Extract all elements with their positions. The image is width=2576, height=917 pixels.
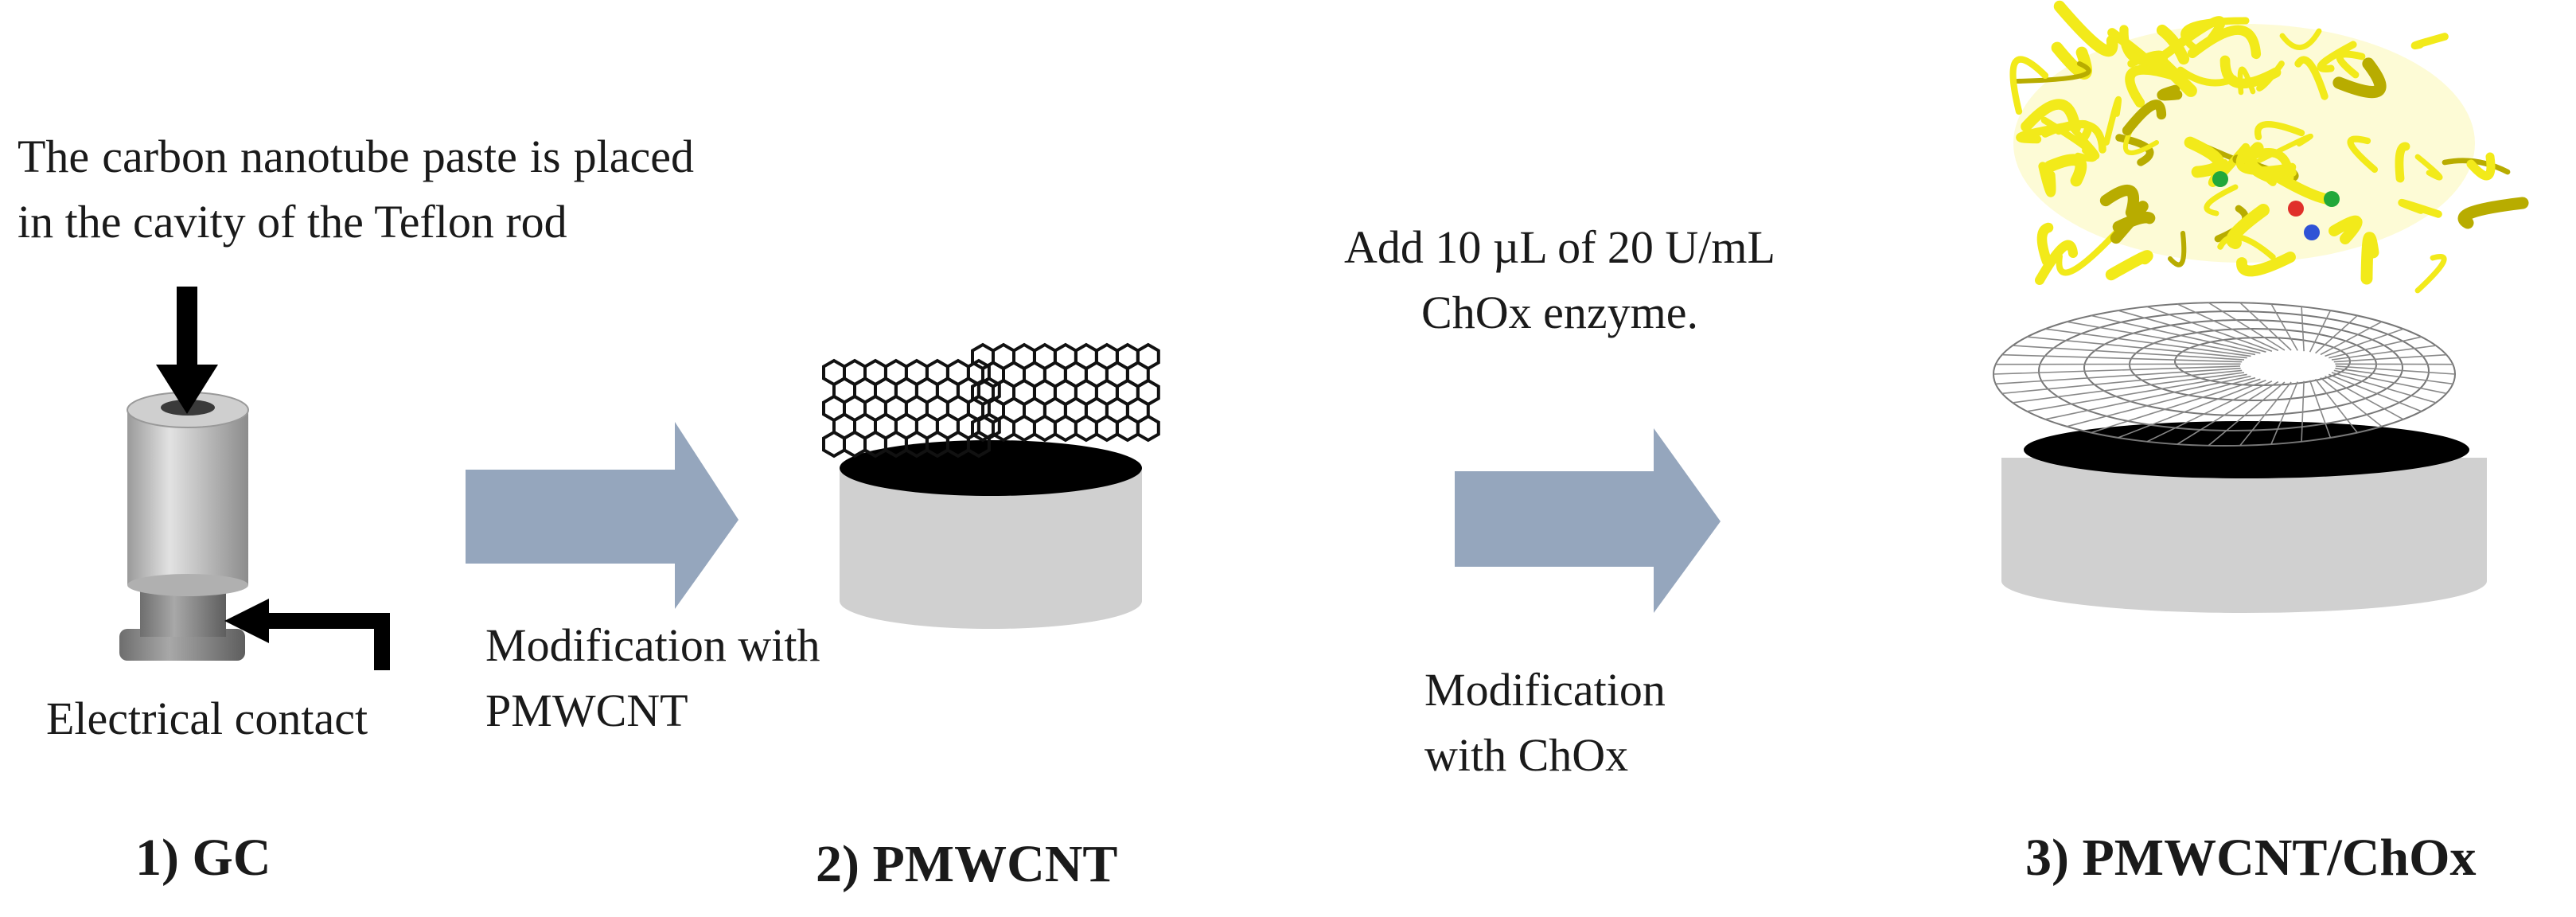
contact-pointer-arrow (224, 599, 390, 670)
step3-title: 3) PMWCNT/ChOx (2025, 829, 2477, 887)
nanotube-mesh (1993, 302, 2456, 447)
nanotube-right (971, 342, 1160, 443)
step2-title: 2) PMWCNT (816, 835, 1118, 893)
electrical-contact-label: Electrical contact (46, 693, 368, 744)
modification-chox-label: Modification with ChOx (1424, 664, 1666, 781)
process-arrow-2 (1455, 428, 1721, 613)
add-enzyme-note: Add 10 µL of 20 U/mL ChOx enzyme. (1344, 221, 1775, 338)
chox-enzyme-structure (2009, 0, 2529, 294)
process-arrow-1 (466, 422, 739, 609)
chox-electrode-top (2024, 421, 2469, 478)
paste-down-arrow (156, 287, 218, 414)
chox-electrode (2001, 421, 2487, 613)
modification-pmwcnt-label: Modification with PMWCNT (485, 619, 820, 736)
pmwcnt-electrode (840, 440, 1142, 629)
carbon-nanotubes (822, 342, 1160, 458)
rod-upper-section (127, 410, 248, 585)
paste-note: The carbon nanotube paste is placed in t… (18, 131, 694, 248)
step1-title: 1) GC (135, 829, 271, 887)
